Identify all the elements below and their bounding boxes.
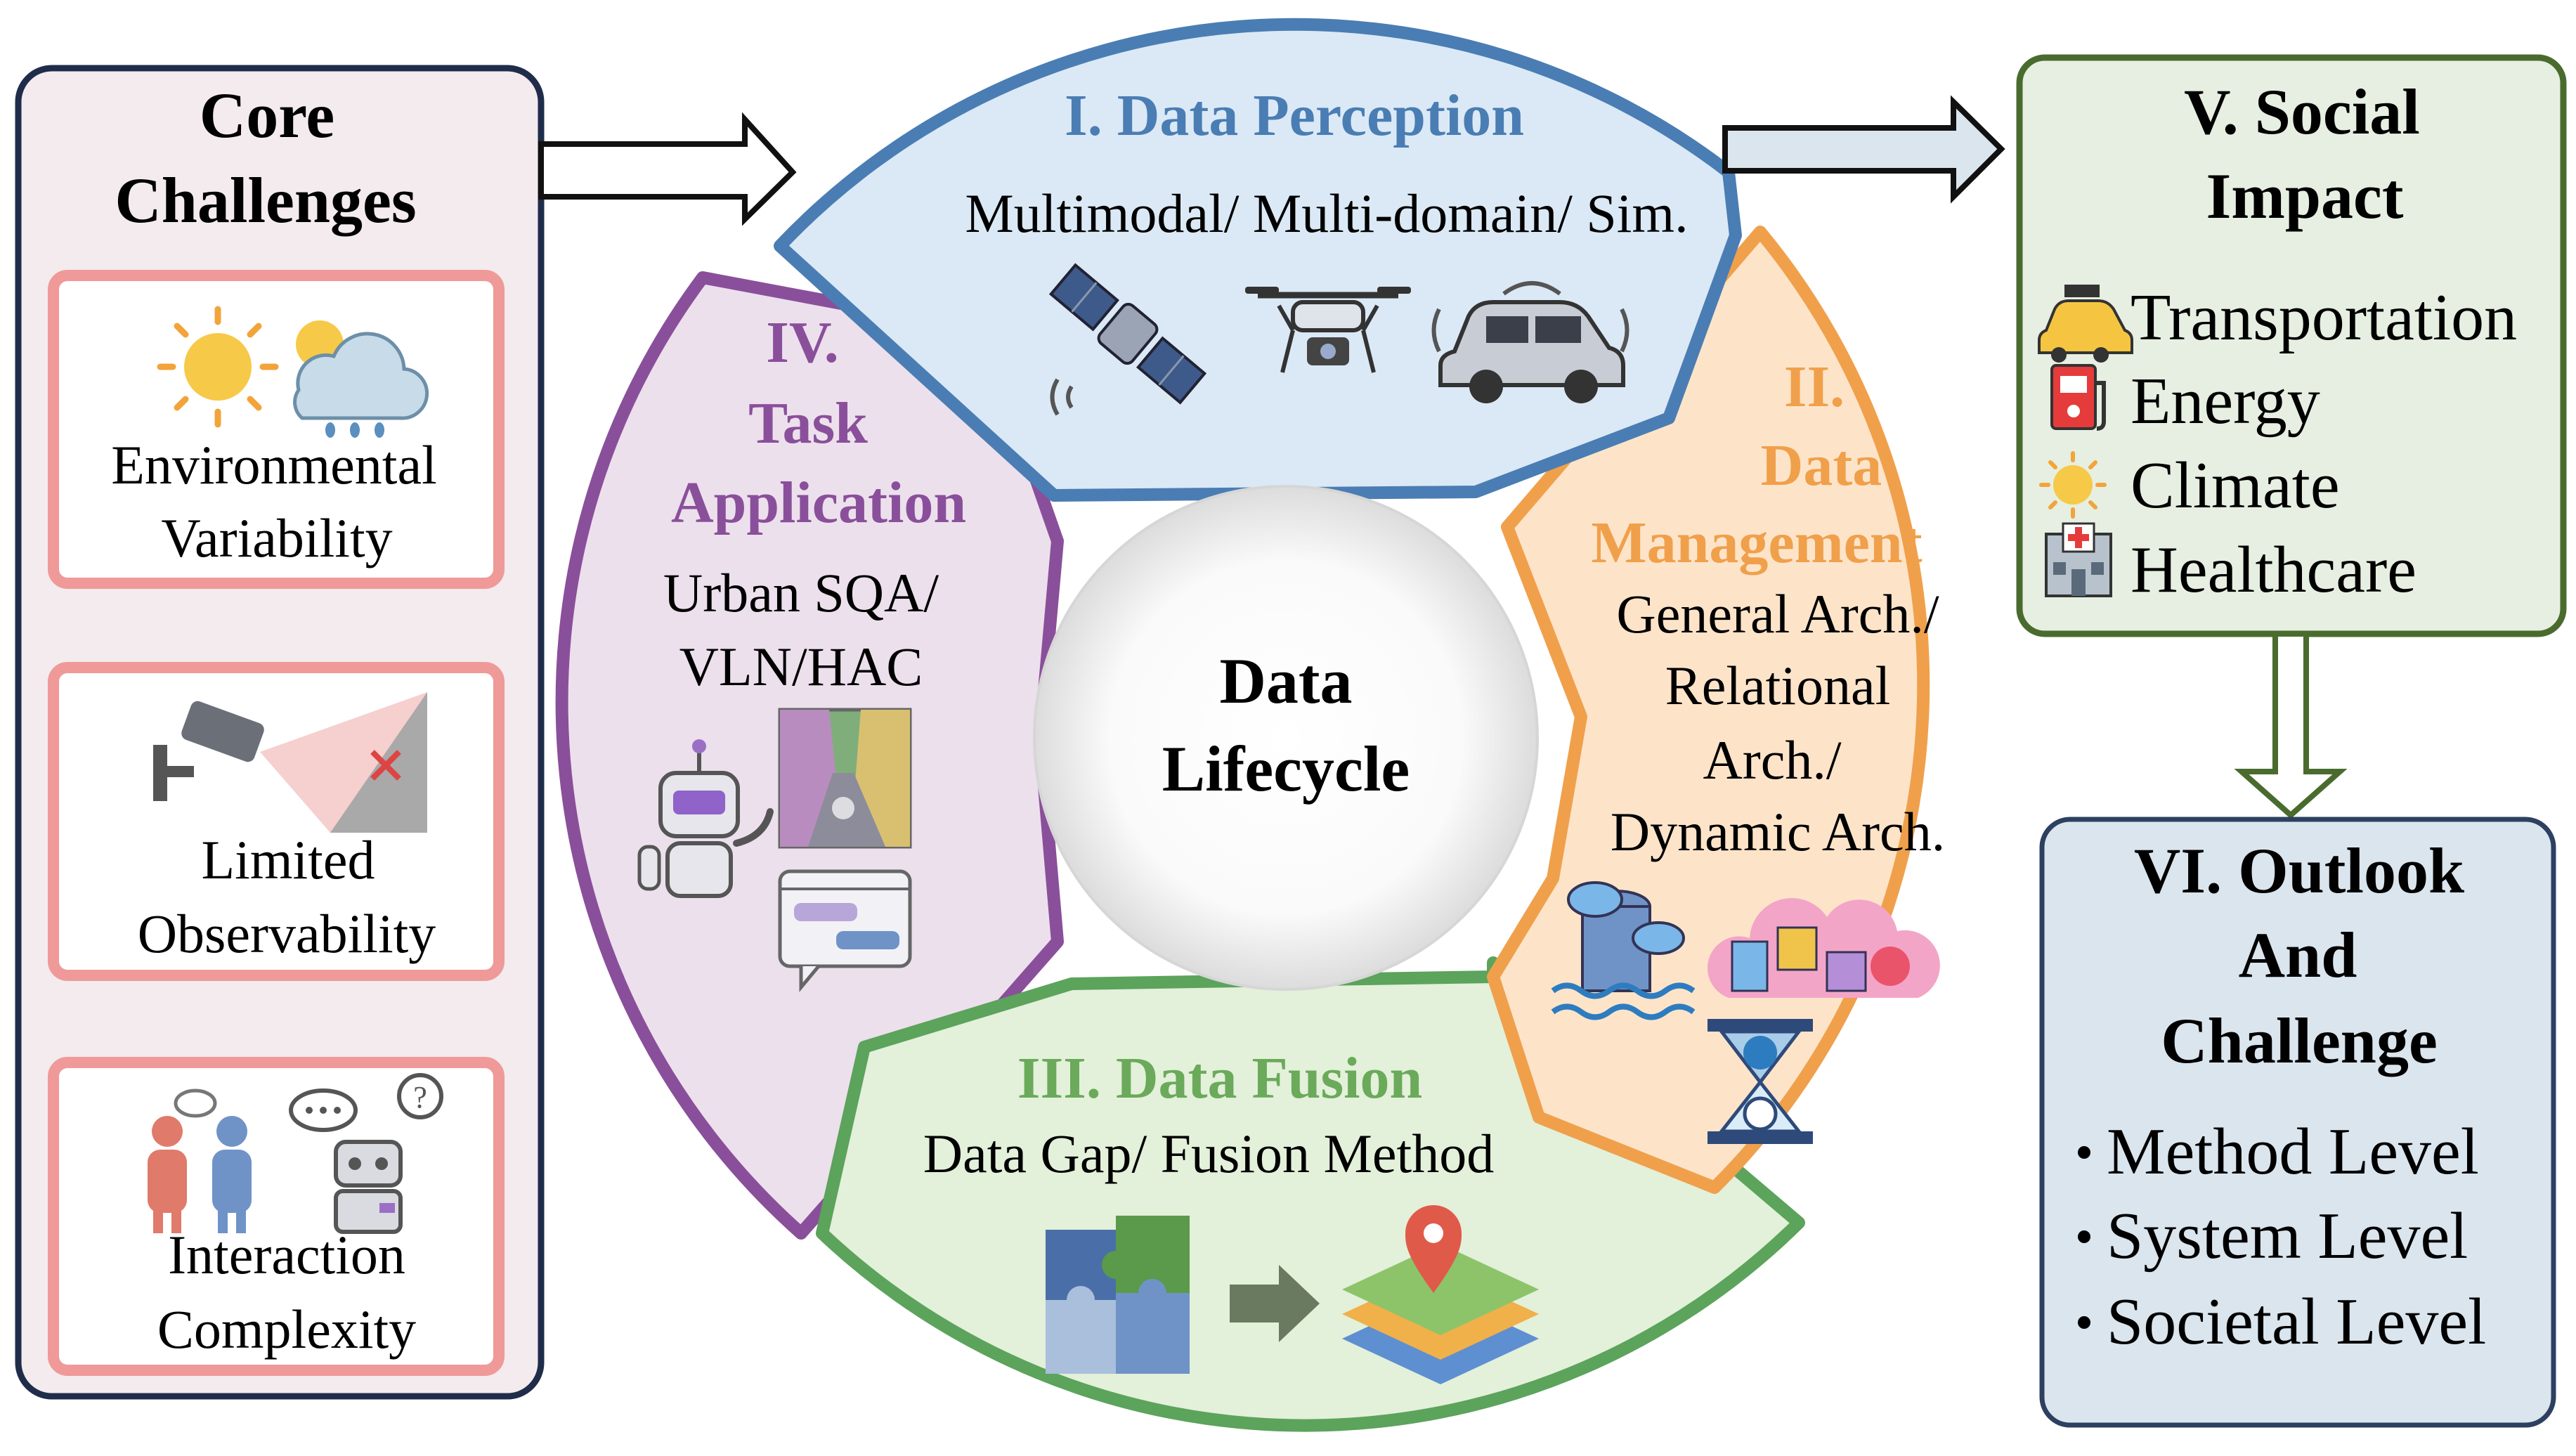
core-item-line2: Observability	[138, 903, 436, 964]
social-item-energy: Energy	[2131, 365, 2320, 438]
chat-window-icon	[778, 869, 912, 992]
fusion-subtitle: Data Gap/ Fusion Method	[923, 1123, 1494, 1184]
management-title-line1: II.	[1784, 354, 1845, 420]
task-title-line2: Task	[748, 391, 868, 456]
people-talking-icon	[148, 1088, 252, 1233]
task-title-line3: Application	[671, 470, 966, 535]
data-perception-segment: I. Data Perception Multimodal/ Multi-dom…	[774, 18, 1742, 502]
outlook-title-line1: VI. Outlook	[2134, 835, 2465, 906]
task-application-segment: IV. Task Application Urban SQA/ VLN/HAC	[555, 271, 1064, 1240]
fuel-pump-icon	[2050, 364, 2106, 431]
robot-icon	[637, 739, 774, 898]
sun-icon	[157, 306, 279, 428]
center-lifecycle: Data Lifecycle	[1033, 485, 1539, 991]
arrow-perception-to-social	[1722, 95, 2005, 204]
management-title-line3: Management	[1591, 510, 1922, 576]
connected-car-icon	[1431, 281, 1629, 403]
puzzle-icon	[1046, 1216, 1190, 1374]
street-view-icon	[778, 708, 912, 849]
core-title-line1: Core	[200, 79, 334, 151]
management-body-line4: Dynamic Arch.	[1611, 801, 1946, 862]
hourglass-globe-icon	[1707, 1019, 1813, 1144]
bullet-dot	[2078, 1146, 2090, 1159]
data-management-segment: II. Data Management General Arch./ Relat…	[1487, 226, 1946, 1194]
sun-icon	[2039, 451, 2107, 519]
svg-text:?: ?	[413, 1080, 427, 1114]
arrow-core-to-perception	[538, 112, 797, 226]
core-item-line1: Limited	[202, 829, 375, 890]
outlook-title-line3: Challenge	[2161, 1005, 2438, 1077]
task-title-line1: IV.	[766, 310, 839, 375]
outlook-bullet-method: Method Level	[2107, 1115, 2479, 1188]
management-body-line3: Arch./	[1703, 729, 1841, 791]
core-item-line1: Environmental	[111, 434, 437, 495]
bullet-dot	[2078, 1316, 2090, 1329]
social-title-line2: Impact	[2206, 160, 2403, 232]
social-item-transportation: Transportation	[2131, 281, 2517, 354]
social-item-healthcare: Healthcare	[2131, 533, 2416, 606]
taxi-icon	[2038, 285, 2133, 363]
social-impact-panel: V. Social Impact Transportation Energy C…	[2016, 54, 2567, 637]
core-item-observability: Limited Observability	[48, 662, 505, 981]
outlook-bullet-system: System Level	[2107, 1200, 2468, 1273]
center-line2: Lifecycle	[1162, 733, 1410, 805]
core-item-interaction: ? Interaction Complexity	[48, 1057, 505, 1376]
management-body-line1: General Arch./	[1616, 583, 1939, 644]
satellite-icon	[1048, 263, 1207, 405]
bullet-dot	[2078, 1230, 2090, 1243]
outlook-bullet-societal: Societal Level	[2107, 1285, 2486, 1358]
blocked-view-icon	[260, 692, 427, 833]
social-title-line1: V. Social	[2184, 76, 2420, 148]
data-lake-icon	[1551, 881, 1696, 1020]
management-title-line2: Data	[1761, 433, 1882, 498]
core-item-line2: Variability	[161, 507, 392, 568]
task-body-line2: VLN/HAC	[679, 636, 923, 697]
drone-icon	[1245, 287, 1411, 373]
rain-cloud-icon	[293, 320, 429, 438]
outlook-title-line2: And	[2239, 919, 2357, 991]
core-challenges-panel: Core Challenges Environmen	[15, 65, 545, 1400]
fusion-title: III. Data Fusion	[1017, 1046, 1422, 1111]
hospital-icon	[2045, 522, 2112, 597]
map-layers-icon	[1342, 1205, 1539, 1384]
security-camera-icon	[153, 701, 264, 801]
perception-title: I. Data Perception	[1065, 83, 1524, 148]
center-line1: Data	[1219, 645, 1352, 717]
robot-question-icon: ?	[289, 1073, 443, 1234]
core-item-line1: Interaction	[168, 1224, 405, 1285]
core-item-line2: Complexity	[157, 1299, 416, 1360]
task-body-line1: Urban SQA/	[663, 562, 939, 623]
core-item-environmental: Environmental Variability	[48, 270, 505, 589]
arrow-social-to-outlook	[2234, 631, 2348, 819]
perception-subtitle: Multimodal/ Multi-domain/ Sim.	[965, 183, 1688, 244]
cloud-data-icon	[1707, 898, 1940, 998]
core-title-line2: Challenges	[115, 164, 416, 236]
outlook-panel: VI. Outlook And Challenge Method Level S…	[2039, 817, 2556, 1428]
management-body-line2: Relational	[1665, 655, 1891, 716]
arrow-right-icon	[1230, 1265, 1320, 1342]
social-item-climate: Climate	[2131, 449, 2340, 522]
